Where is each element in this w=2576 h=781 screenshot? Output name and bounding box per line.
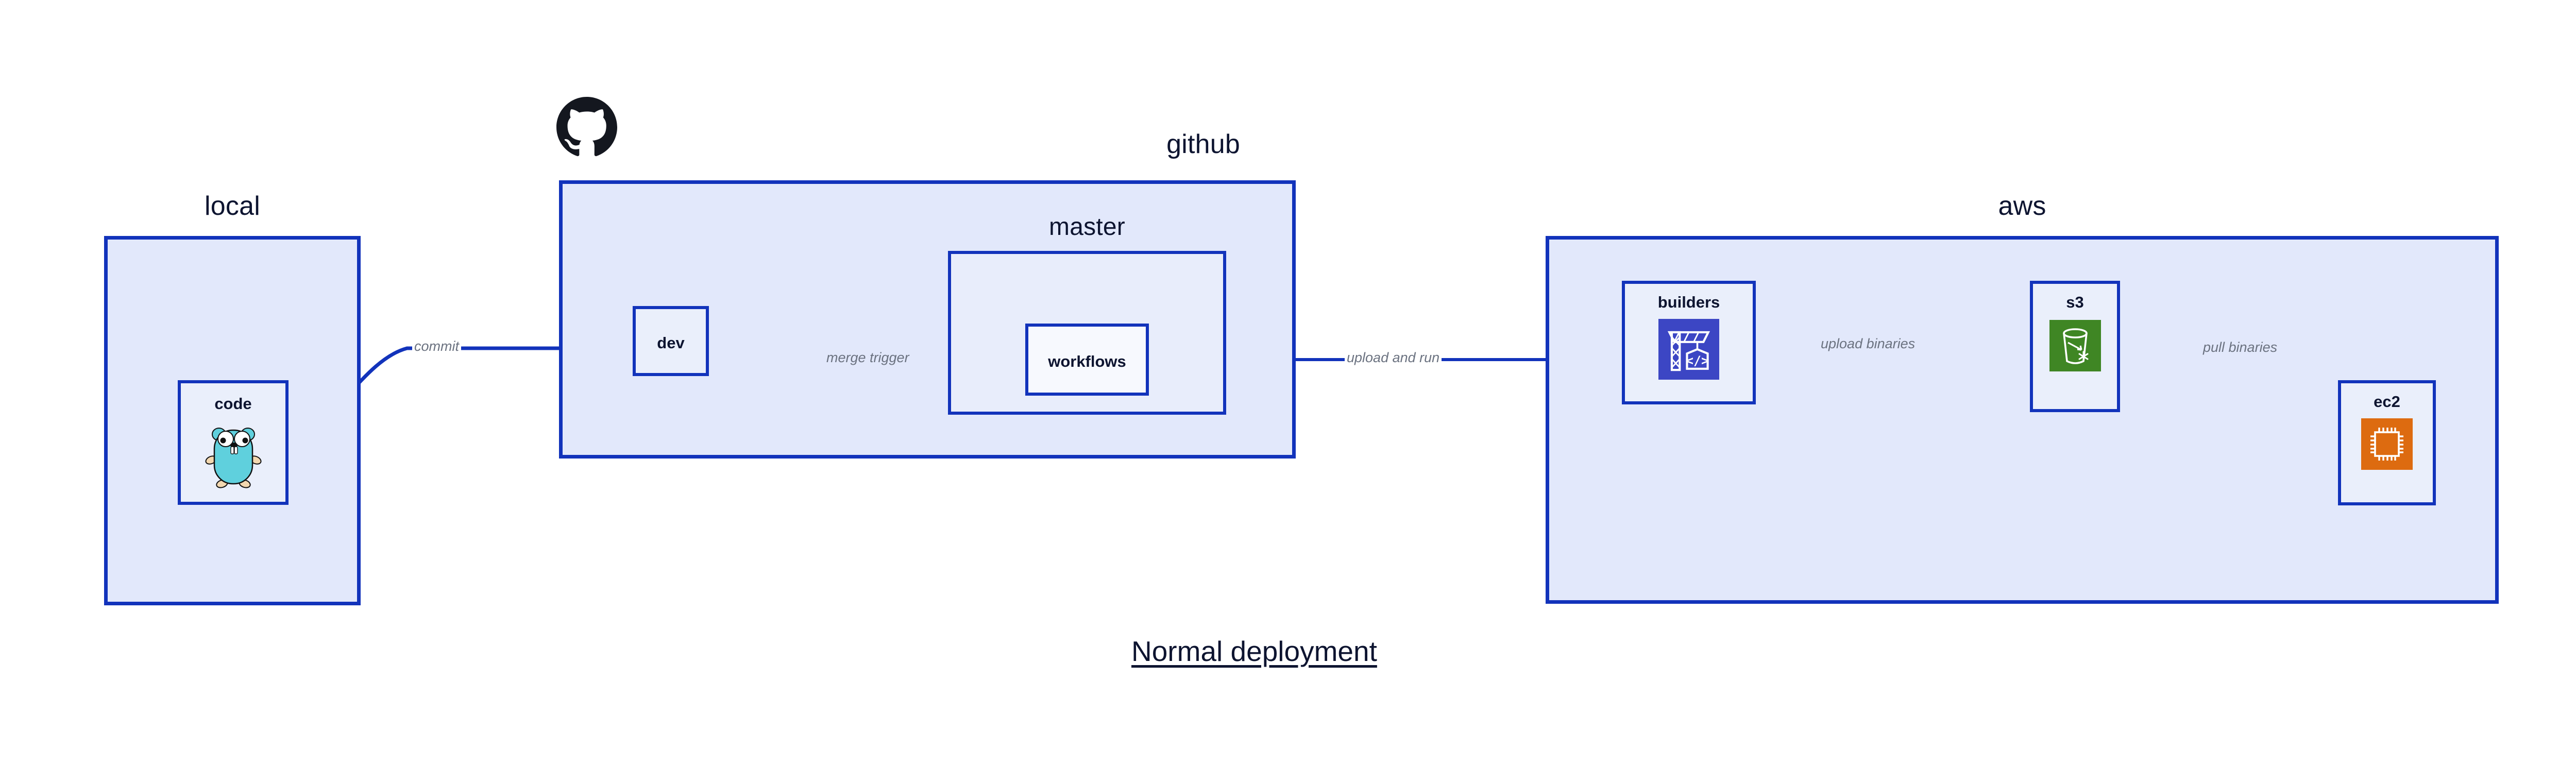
group-label-local: local (205, 191, 260, 221)
node-label-s3: s3 (2066, 293, 2084, 311)
group-local (104, 236, 361, 605)
diagram-title: Normal deployment (1131, 635, 1377, 667)
go-gopher-icon (205, 422, 262, 489)
edge-label-commit: commit (412, 338, 461, 354)
node-label-ec2: ec2 (2374, 393, 2400, 411)
node-workflows[interactable]: workflows (1025, 324, 1149, 396)
group-label-github: github (1166, 129, 1240, 159)
svg-text:</>: </> (1686, 353, 1709, 368)
node-label-code: code (214, 395, 252, 413)
node-code[interactable]: code (178, 380, 289, 505)
github-octocat-logo (556, 97, 617, 158)
node-label-builders: builders (1657, 293, 1720, 311)
node-builders[interactable]: builders </> (1622, 281, 1756, 404)
aws-ec2-icon (2361, 418, 2413, 470)
edge-label-upload-binaries: upload binaries (1819, 336, 1918, 352)
node-label-workflows: workflows (1048, 352, 1126, 370)
node-ec2[interactable]: ec2 (2338, 380, 2436, 505)
aws-s3-icon (2049, 320, 2101, 371)
edge-label-merge-trigger: merge trigger (824, 350, 911, 366)
edge-label-upload-and-run: upload and run (1345, 350, 1442, 366)
node-label-dev: dev (657, 334, 685, 352)
group-label-aws: aws (1998, 191, 2046, 221)
subgroup-label-master: master (1049, 213, 1125, 241)
node-s3[interactable]: s3 (2030, 281, 2120, 412)
node-dev[interactable]: dev (633, 306, 709, 376)
aws-codebuild-icon: </> (1658, 319, 1719, 380)
edge-label-pull-binaries: pull binaries (2201, 339, 2280, 355)
